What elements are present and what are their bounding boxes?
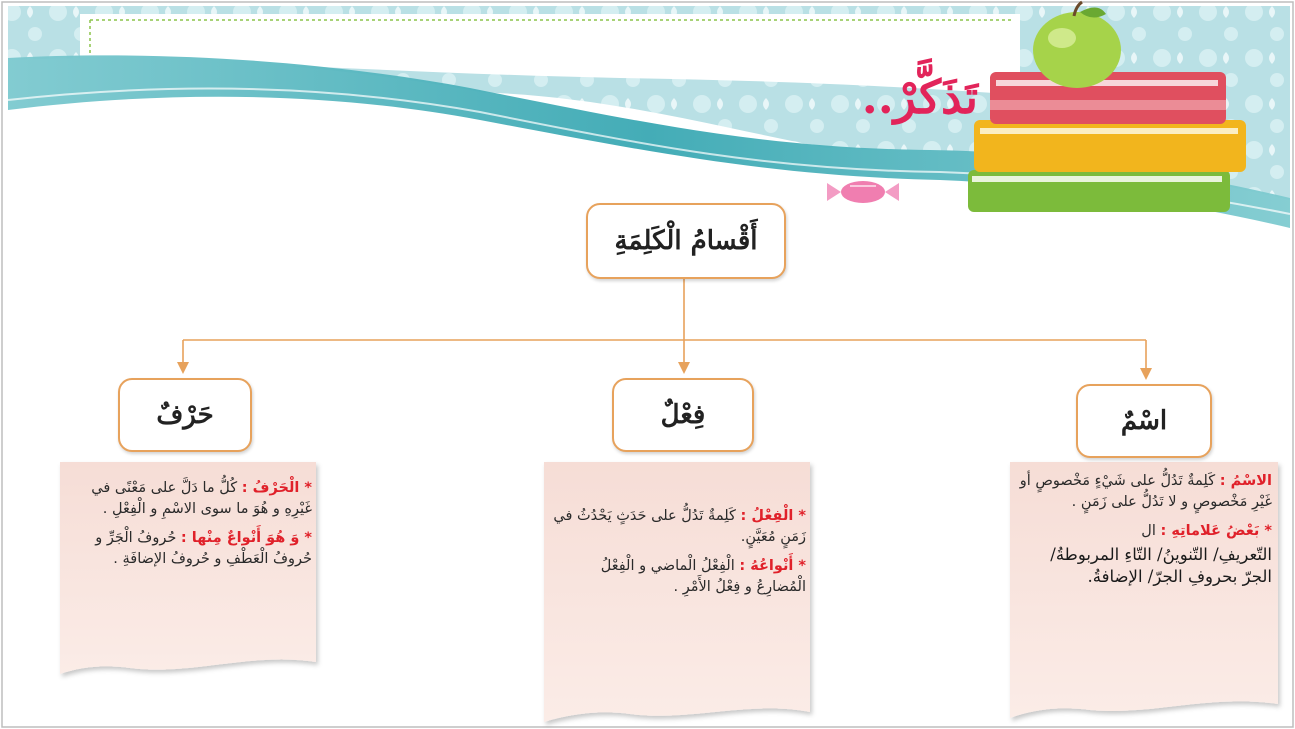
note-label: * الْحَرْفُ :: [241, 480, 312, 496]
tree-connectors: [182, 277, 1147, 368]
note-text: حُروفُ الْجَرِّ و حُروفُ الْعَطْفِ و حُر…: [95, 530, 312, 567]
note-paper-ism: [1010, 462, 1278, 718]
note-ism-definition: الاسْمُ : كَلِمةٌ تَدُلُّ على شَيْءٍ مَخ…: [1018, 471, 1272, 513]
note-text: كَلِمةٌ تَدُلُّ على حَدَثٍ يَحْدُثُ في ز…: [553, 508, 806, 545]
note-harf-definition: * الْحَرْفُ : كُلُّ ما دَلَّ على مَعْنًى…: [70, 478, 312, 520]
apple-icon: [1033, 0, 1121, 88]
note-text: كُلُّ ما دَلَّ على مَعْنًى في غَيْرِهِ و…: [91, 480, 312, 517]
arrow-heads: [177, 362, 1152, 380]
note-ism-signs: * بَعْضُ عَلاماتِهِ : ال: [1018, 521, 1272, 542]
node-harf-label: حَرْفٌ: [156, 400, 214, 430]
note-fiel-types: * أَنْواعُهُ : الْفِعْلُ الْماضي و الْفِ…: [552, 556, 806, 598]
note-paper-harf: [60, 462, 316, 674]
note-harf-types: * وَ هُوَ أَنْواعٌ مِنْها : حُروفُ الْجَ…: [70, 528, 312, 570]
note-harf: * الْحَرْفُ : كُلُّ ما دَلَّ على مَعْنًى…: [70, 478, 312, 578]
note-label: * أَنْواعُهُ :: [739, 558, 806, 574]
root-node: أَقْسامُ الْكَلِمَةِ: [586, 203, 786, 279]
note-fiel: * الْفِعْلُ : كَلِمةٌ تَدُلُّ على حَدَثٍ…: [552, 506, 806, 606]
node-harf: حَرْفٌ: [118, 378, 252, 452]
note-ism-signs-list: التّعريفِ/ التّنوينُ/ التّاءِ المربوطةُ/…: [1050, 545, 1272, 586]
node-fiel: فِعْلٌ: [612, 378, 754, 452]
node-ism-label: اسْمٌ: [1120, 406, 1168, 436]
note-text: ال: [1141, 523, 1156, 539]
node-ism: اسْمٌ: [1076, 384, 1212, 458]
note-label: * وَ هُوَ أَنْواعٌ مِنْها :: [180, 530, 312, 546]
note-text: الْفِعْلُ الْماضي و الْفِعْلُ الْمُضارِع…: [600, 558, 806, 595]
note-label: * الْفِعْلُ :: [740, 508, 806, 524]
note-ism: الاسْمُ : كَلِمةٌ تَدُلُّ على شَيْءٍ مَخ…: [1018, 471, 1272, 596]
root-node-label: أَقْسامُ الْكَلِمَةِ: [614, 226, 758, 256]
node-fiel-label: فِعْلٌ: [660, 400, 706, 430]
slide-title: تَذَكَّرْ..: [861, 70, 978, 124]
candy-icon: [827, 181, 899, 203]
note-label: الاسْمُ :: [1219, 473, 1272, 489]
note-fiel-definition: * الْفِعْلُ : كَلِمةٌ تَدُلُّ على حَدَثٍ…: [552, 506, 806, 548]
books-icon: [968, 72, 1246, 212]
note-text: كَلِمةٌ تَدُلُّ على شَيْءٍ مَخْصوصٍ أو غ…: [1019, 473, 1272, 510]
note-paper-fiel: [544, 462, 810, 722]
note-label: * بَعْضُ عَلاماتِهِ :: [1160, 523, 1272, 539]
